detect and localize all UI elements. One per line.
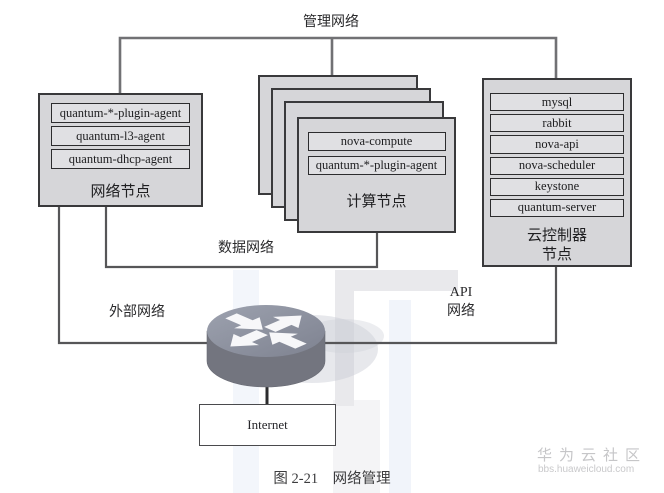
service-box-nova-api: nova-api	[490, 135, 624, 154]
data-network-label: 数据网络	[218, 241, 274, 256]
compute-node-label: 计算节点	[346, 194, 407, 210]
data-network-line	[104, 207, 379, 269]
api-network-line	[295, 267, 558, 345]
service-box-quantum-plugin-agent: quantum-*-plugin-agent	[307, 156, 446, 175]
cloud-controller-box: mysql rabbit nova-api nova-scheduler key…	[482, 78, 632, 267]
router-arrows	[225, 313, 307, 349]
internet-label: Internet	[247, 417, 288, 432]
service-box-quantum-dhcp-agent: quantum-dhcp-agent	[51, 149, 190, 169]
api-network-label: API 网络	[436, 283, 486, 321]
figure-caption: 图 2-21 网络管理	[273, 471, 391, 487]
cloud-controller-label-line1: 云控制器	[526, 228, 587, 245]
internet-box: Internet	[199, 404, 336, 446]
service-box-keystone: keystone	[490, 177, 624, 196]
cloud-controller-label: 云控制器 节点	[527, 227, 587, 265]
watermark-url: bbs.huaweicloud.com	[538, 464, 635, 475]
network-node-box: quantum-*-plugin-agent quantum-l3-agent …	[38, 93, 203, 207]
external-network-label: 外部网络	[109, 305, 165, 320]
watermark-bracket	[335, 270, 354, 406]
service-box-quantum-l3-agent: quantum-l3-agent	[51, 126, 190, 146]
network-node-label: 网络节点	[90, 184, 151, 200]
api-network-label-line1: API	[449, 285, 473, 300]
external-network-line	[57, 207, 255, 345]
watermark-bracket	[335, 270, 458, 291]
api-network-label-line2: 网络	[447, 304, 475, 319]
service-box-quantum-plugin-agent: quantum-*-plugin-agent	[51, 103, 190, 123]
compute-node-box: nova-compute quantum-*-plugin-agent 计算节点	[297, 117, 456, 233]
management-network-line	[118, 36, 558, 93]
router-icon	[206, 305, 326, 388]
watermark-title: 华为云社区	[537, 448, 648, 464]
watermark-band	[333, 400, 380, 493]
watermark-band	[389, 300, 411, 493]
cloud-controller-label-line2: 节点	[541, 247, 572, 264]
service-box-quantum-server: quantum-server	[490, 198, 624, 218]
management-network-label: 管理网络	[303, 15, 359, 30]
service-box-mysql: mysql	[490, 93, 624, 112]
service-box-nova-compute: nova-compute	[307, 132, 446, 151]
service-box-nova-scheduler: nova-scheduler	[490, 156, 624, 175]
service-box-rabbit: rabbit	[490, 114, 624, 133]
